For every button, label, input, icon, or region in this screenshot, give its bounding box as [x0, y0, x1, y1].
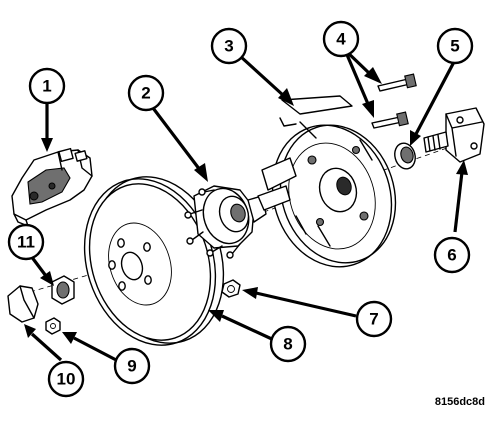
mounting-bolts	[371, 73, 417, 129]
callout-1: 1	[28, 67, 66, 105]
hub-bearing	[184, 185, 267, 259]
callout-3-label: 3	[224, 37, 233, 56]
callout-11: 11	[7, 223, 45, 261]
brake-rotor	[83, 176, 225, 346]
callout-6: 6	[433, 236, 471, 274]
small-nut	[45, 317, 61, 335]
callout-2-label: 2	[141, 84, 150, 103]
callout-11-label: 11	[17, 233, 35, 252]
callout-4: 4	[322, 20, 360, 58]
retaining-nut-7	[221, 279, 241, 298]
leader-lines	[24, 48, 468, 364]
callout-8-label: 8	[283, 335, 292, 354]
callout-5: 5	[436, 27, 474, 65]
callout-7-label: 7	[369, 310, 378, 329]
callout-5-label: 5	[450, 37, 459, 56]
support-plate	[257, 95, 397, 268]
callout-9: 9	[113, 347, 151, 385]
axle-knuckle	[423, 107, 485, 163]
callout-9-label: 9	[127, 357, 136, 376]
brake-caliper	[11, 147, 93, 227]
callout-2: 2	[127, 74, 165, 112]
seal-ring	[394, 142, 416, 170]
callout-10: 10	[47, 360, 85, 398]
callout-6-label: 6	[447, 246, 456, 265]
figure-code: 8156dc8d	[435, 396, 485, 408]
callout-7: 7	[355, 300, 393, 338]
dust-cap	[7, 285, 39, 323]
hub-nut	[51, 275, 75, 305]
callout-10-label: 10	[57, 370, 76, 389]
callout-4-label: 4	[336, 30, 346, 49]
callout-3: 3	[210, 27, 248, 65]
callout-8: 8	[269, 325, 307, 363]
callout-1-label: 1	[42, 77, 51, 96]
